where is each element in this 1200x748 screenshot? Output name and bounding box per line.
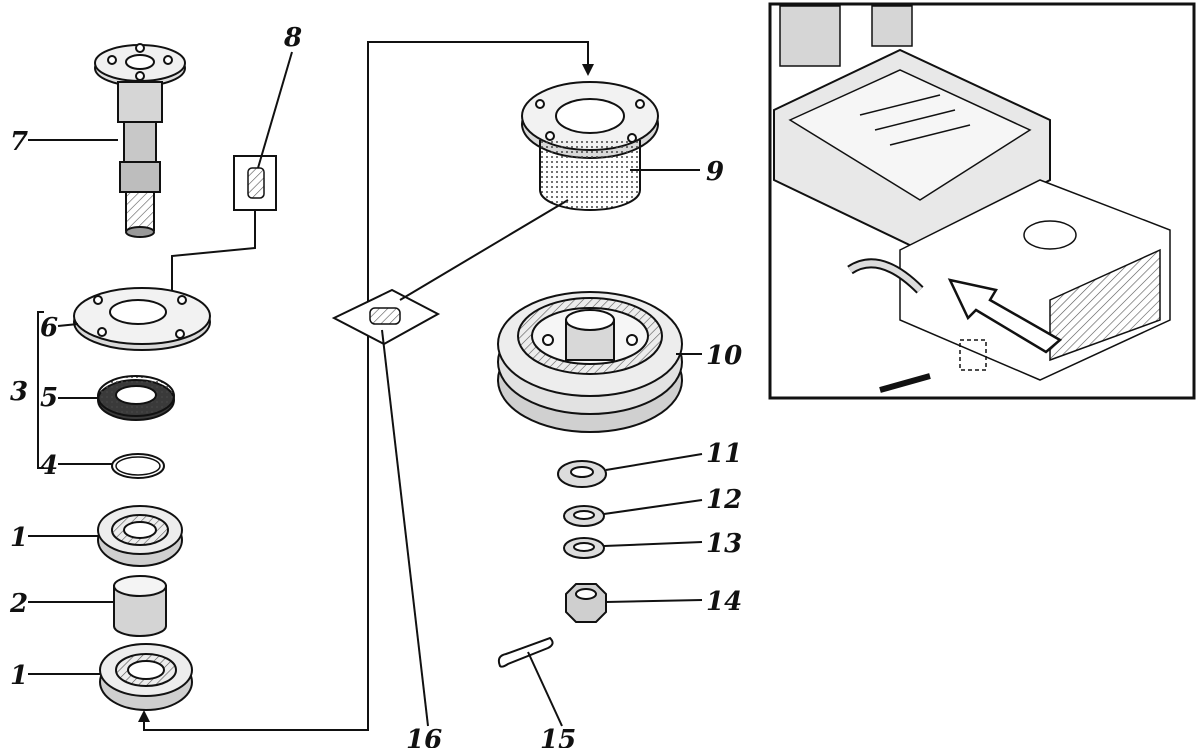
arrow-down-housing [582, 64, 594, 76]
part-11-washer [557, 460, 607, 488]
link-line-8-6 [171, 210, 256, 290]
leader-8 [257, 51, 293, 169]
part-15-cotter-pin [497, 636, 554, 668]
leader-16 [381, 329, 429, 727]
part-8-grease-nipple [233, 155, 277, 211]
leader-6 [57, 323, 79, 327]
label-1a: 1 [10, 523, 28, 553]
part-16-grease-fitting [331, 288, 441, 346]
label-3: 3 [10, 377, 28, 407]
label-1b: 1 [10, 661, 28, 691]
label-11: 11 [706, 439, 742, 469]
part-12-washer [563, 505, 605, 527]
bracket-3 [37, 311, 44, 469]
part-5-seal [97, 375, 175, 421]
arrow-up-bearing [138, 710, 150, 722]
leader-13 [603, 541, 703, 547]
label-5: 5 [40, 383, 58, 413]
label-14: 14 [706, 587, 742, 617]
part-1-bearing-upper [97, 505, 183, 567]
label-12: 12 [706, 485, 742, 515]
part-10-pulley [497, 291, 683, 433]
inset-location-view [768, 2, 1196, 400]
part-9-housing [521, 81, 659, 211]
label-7: 7 [10, 127, 28, 157]
label-16: 16 [406, 725, 442, 748]
label-13: 13 [706, 529, 742, 559]
part-4-ring [111, 453, 165, 479]
label-2: 2 [9, 589, 28, 619]
label-4: 4 [40, 451, 58, 481]
part-2-spacer [113, 575, 167, 637]
assembly-route-line [143, 41, 589, 731]
link-line-16-9 [399, 199, 569, 301]
label-15: 15 [540, 725, 576, 748]
label-10: 10 [706, 341, 742, 371]
label-8: 8 [283, 23, 302, 53]
label-9: 9 [706, 157, 724, 187]
leader-12 [603, 499, 703, 515]
part-14-castle-nut [565, 583, 607, 623]
part-6-flange [73, 287, 211, 351]
leader-11 [605, 453, 703, 471]
part-13-washer [563, 537, 605, 559]
leader-14 [605, 599, 703, 603]
part-1-bearing-lower [99, 643, 193, 711]
leader-15 [527, 651, 563, 727]
part-7-shaft [94, 43, 186, 238]
label-6: 6 [40, 313, 58, 343]
